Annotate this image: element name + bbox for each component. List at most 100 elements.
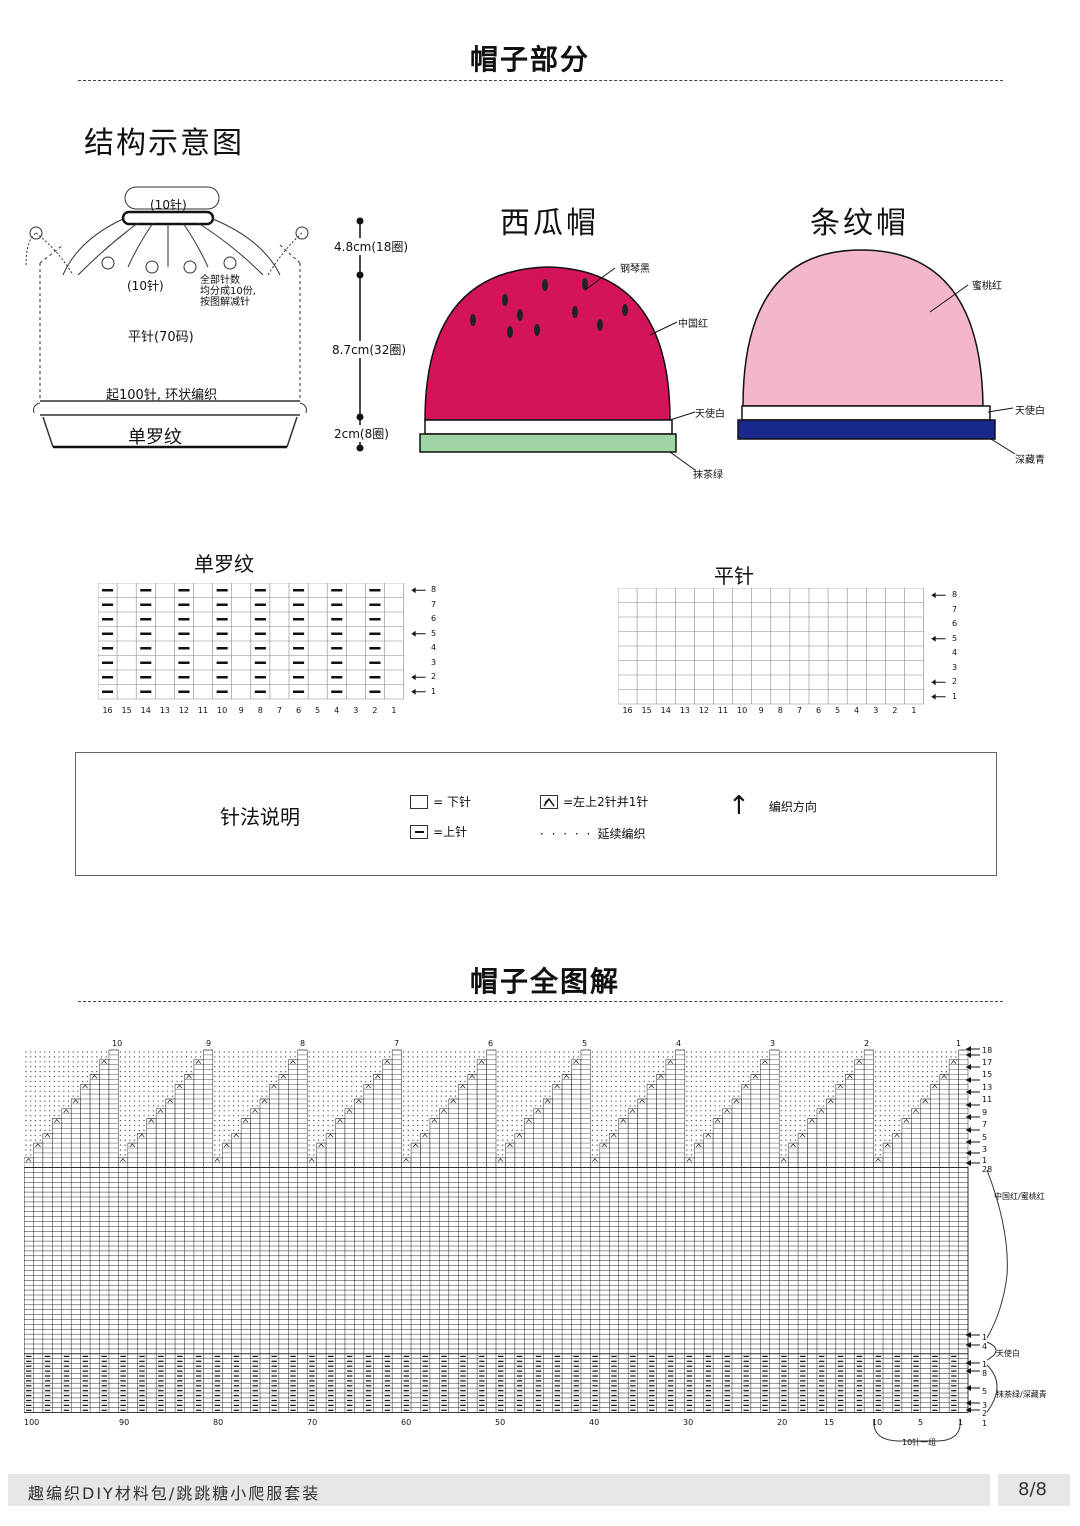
- row-num: 3: [952, 662, 958, 672]
- row-num: 17: [982, 1057, 993, 1067]
- legend-k2tog-text: =左上2针并1针: [563, 795, 649, 809]
- row-num: 28: [982, 1164, 993, 1174]
- row-num: 6: [952, 619, 958, 628]
- color-label-white: 天使白: [996, 1349, 1020, 1358]
- repeat-num: 5: [582, 1039, 588, 1048]
- row-num: 6: [431, 614, 437, 623]
- k2tog-symbol: [540, 794, 558, 809]
- col-num: 70: [307, 1418, 318, 1427]
- legend-direction: ↑ 编织方向: [728, 791, 817, 821]
- col-num: 12: [698, 706, 710, 715]
- repeat-num: 8: [300, 1039, 306, 1048]
- row-num: 4: [431, 643, 437, 652]
- body-label: 平针(70码): [128, 330, 194, 345]
- label-angel-white-2: 天使白: [1015, 406, 1045, 417]
- col-num: 40: [589, 1418, 600, 1427]
- row-num: 15: [982, 1070, 993, 1080]
- arrow-up-icon: ↑: [728, 791, 750, 821]
- dim-top: 4.8cm(18圈): [334, 238, 409, 255]
- col-num: 7: [276, 706, 282, 715]
- row-num: 8: [431, 585, 437, 594]
- col-num: 6: [295, 706, 302, 715]
- right-lower-rows: 1 4 1 8 5 3 2 1: [982, 1333, 996, 1428]
- col-num: 6: [815, 706, 822, 715]
- col-num: 10: [217, 706, 228, 715]
- stockinette-row-numbers: 8 7 6 5 4 3 2 1: [952, 588, 964, 704]
- row-num: 4: [982, 1342, 988, 1351]
- col-num: 15: [641, 706, 652, 715]
- legend-continue-text: 延续编织: [597, 827, 646, 841]
- row-num: 1: [982, 1360, 988, 1369]
- title-divider-2: [78, 1001, 1003, 1002]
- row-num: 7: [982, 1120, 988, 1130]
- row-num: 4: [952, 648, 958, 657]
- label-peach-red: 蜜桃红: [972, 281, 1002, 292]
- row-num: 3: [431, 657, 437, 667]
- repeat-num: 9: [206, 1039, 212, 1048]
- col-num: 9: [758, 706, 764, 715]
- legend-knit: = 下针: [410, 791, 471, 810]
- color-brackets: [986, 1169, 1008, 1413]
- stripe-hat-title: 条纹帽: [810, 206, 909, 241]
- stockinette-col-numbers: 16 15 14 13 12 11 10 9 8 7 6 5 4 3 2 1: [618, 706, 924, 715]
- repeat-num: 3: [770, 1039, 776, 1048]
- note-line-1: 全部针数: [200, 275, 240, 286]
- full-chart-bottom-numbers: 100 90 80 70 60 50 40 30 20 15 10 5 1: [24, 1418, 970, 1430]
- row-num: 3: [982, 1145, 988, 1155]
- rib-col-numbers: 16 15 14 13 12 11 10 9 8 7 6 5 4 3 2 1: [98, 706, 404, 715]
- section-title-hat: 帽子部分: [470, 43, 591, 76]
- col-num: 15: [824, 1418, 835, 1427]
- col-num: 5: [315, 706, 321, 715]
- label-matcha-green: 抹茶绿: [693, 470, 723, 481]
- top-stitch-count: (10针): [150, 198, 187, 212]
- page-number: 8/8: [998, 1474, 1070, 1506]
- row-num: 2: [982, 1409, 988, 1418]
- structure-title: 结构示意图: [84, 126, 244, 161]
- col-num: 11: [197, 706, 209, 715]
- cast-on-label: 起100针, 环状编织: [106, 388, 218, 403]
- knit-symbol: [410, 794, 428, 809]
- col-num: 13: [679, 706, 690, 715]
- col-num: 2: [372, 706, 378, 715]
- col-num: 1: [911, 706, 917, 715]
- page-number-text: 8/8: [1018, 1479, 1047, 1500]
- row-num: 5: [952, 633, 958, 643]
- col-num: 30: [683, 1418, 694, 1427]
- legend-title: 针法说明: [220, 805, 300, 829]
- color-label-main: 中国红/蜜桃红: [994, 1192, 1045, 1201]
- row-num: 5: [431, 628, 437, 638]
- col-num: 9: [238, 706, 244, 715]
- full-chart-grid: [24, 1049, 969, 1413]
- col-num: 60: [401, 1418, 412, 1427]
- label-piano-black: 钢琴黑: [620, 264, 650, 275]
- col-num: 90: [119, 1418, 130, 1427]
- full-chart-top-numbers: 10 9 8 7 6 5 4 3 2 1: [24, 1039, 970, 1049]
- row-num: 2: [952, 677, 958, 686]
- col-num: 4: [854, 706, 860, 715]
- col-num: 16: [102, 706, 113, 715]
- row-num: 7: [431, 599, 437, 609]
- label-angel-white-1: 天使白: [695, 409, 725, 420]
- note-line-2: 均分成10份,: [200, 286, 256, 297]
- note-line-3: 按图解减针: [200, 297, 250, 308]
- col-num: 14: [660, 706, 671, 715]
- dots-symbol: · · · · ·: [540, 827, 593, 841]
- stockinette-chart-title: 平针: [714, 564, 754, 588]
- row-num: 1: [982, 1155, 988, 1165]
- purl-symbol: [410, 824, 428, 839]
- title-divider: [78, 80, 1003, 81]
- repeat-num: 6: [488, 1039, 494, 1048]
- dim-mid: 8.7cm(32圈): [332, 341, 407, 358]
- col-num: 16: [622, 706, 633, 715]
- row-num: 11: [982, 1095, 993, 1105]
- dim-bottom: 2cm(8圈): [334, 425, 389, 442]
- col-num: 1: [391, 706, 397, 715]
- repeat-bracket: [873, 1419, 961, 1442]
- row-num: 5: [982, 1132, 988, 1142]
- col-num: 2: [892, 706, 898, 715]
- footer-text: 趣编织DIY材料包/跳跳糖小爬服套装: [28, 1484, 321, 1503]
- col-num: 10: [872, 1418, 883, 1427]
- mid-stitch-count: (10针): [127, 279, 164, 293]
- legend-knit-text: = 下针: [433, 795, 471, 809]
- col-num: 3: [873, 706, 879, 715]
